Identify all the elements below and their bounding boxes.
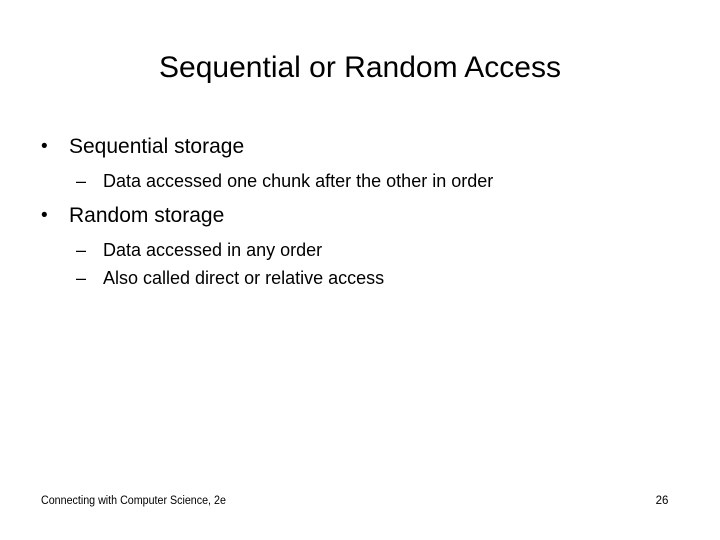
bullet-point-icon: • — [41, 205, 48, 226]
bullet-item-label: Random storage — [69, 204, 225, 227]
dash-bullet-icon: – — [76, 171, 87, 191]
footer-source-text: Connecting with Computer Science, 2e — [41, 495, 226, 507]
bullet-item-label: Data accessed one chunk after the other … — [103, 171, 494, 191]
bullet-item-label: Also called direct or relative access — [103, 268, 385, 288]
bullet-item-level2: – Data accessed in any order — [76, 237, 700, 264]
bullet-item-level2: – Data accessed one chunk after the othe… — [76, 168, 700, 195]
bullet-item-level1: • Random storage — [41, 200, 700, 232]
slide-title: Sequential or Random Access — [159, 51, 561, 84]
slide-footer: Connecting with Computer Science, 2e 26 — [0, 493, 720, 513]
bullet-item-level1: • Sequential storage — [41, 131, 700, 163]
slide-page-number: 26 — [655, 495, 669, 507]
bullet-point-icon: • — [41, 136, 48, 157]
slide-body-content: • Sequential storage – Data accessed one… — [0, 131, 700, 293]
bullet-item-level2: – Also called direct or relative access — [76, 265, 700, 292]
bullet-item-label: Data accessed in any order — [103, 240, 323, 260]
dash-bullet-icon: – — [76, 268, 87, 288]
bullet-item-label: Sequential storage — [69, 135, 245, 158]
dash-bullet-icon: – — [76, 240, 87, 260]
